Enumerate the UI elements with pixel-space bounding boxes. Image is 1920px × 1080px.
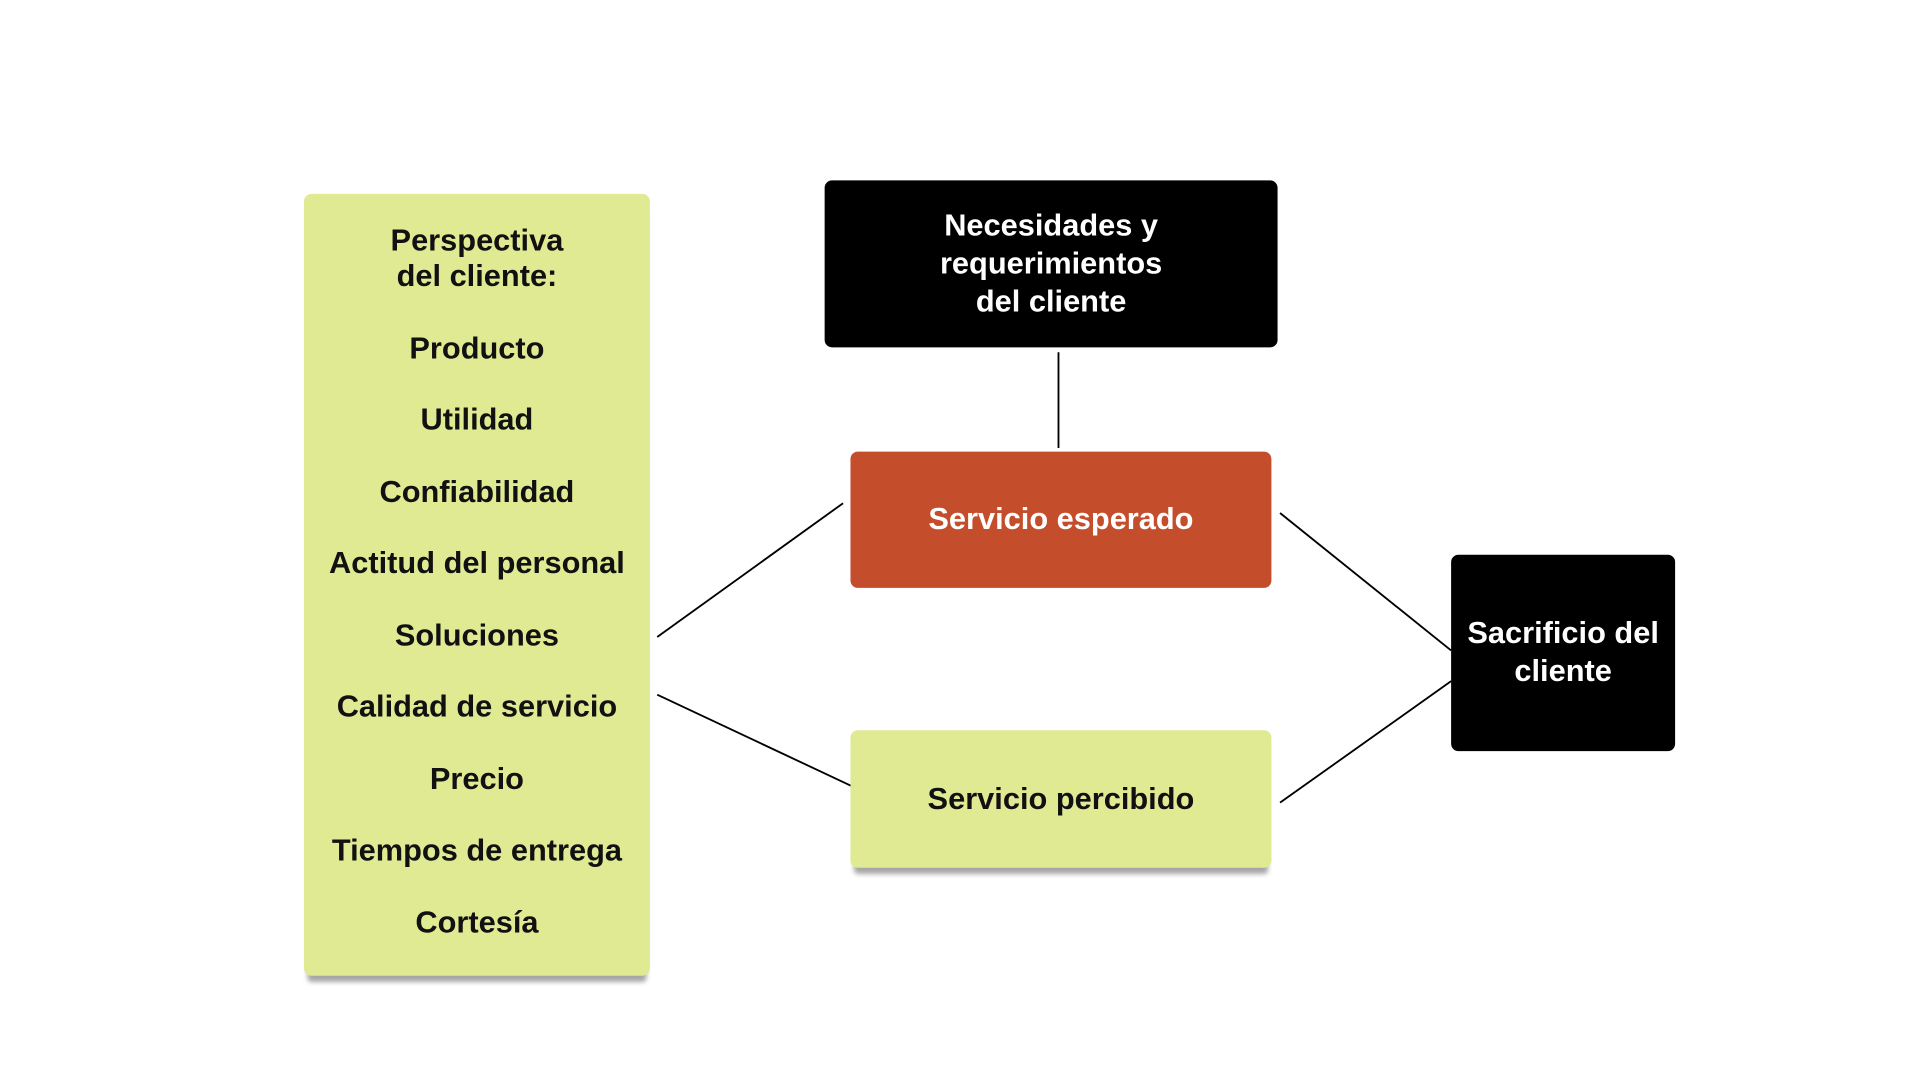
perceived-service-box: Servicio percibido: [850, 730, 1272, 868]
list-item: Calidad de servicio: [336, 689, 618, 725]
list-item: Confiabilidad: [379, 474, 575, 510]
sacrifice-line: Sacrificio del: [1467, 616, 1659, 651]
expected-service-label: Servicio esperado: [928, 501, 1194, 537]
list-item: Producto: [409, 331, 545, 366]
connector-expected-sacrifice: [1279, 512, 1452, 652]
list-item: Utilidad: [420, 403, 534, 438]
customer-perspective-title: Perspectiva del cliente:: [391, 223, 564, 294]
connector-perceived-sacrifice: [1279, 680, 1452, 804]
connector-left-perceived: [656, 693, 854, 788]
sacrifice-line: cliente: [1514, 654, 1612, 689]
customer-perspective-box: Perspectiva del cliente: Producto Utilid…: [304, 193, 650, 976]
list-item: Tiempos de entrega: [331, 833, 622, 868]
title-line: Perspectiva: [390, 223, 564, 258]
list-item: Soluciones: [394, 618, 560, 653]
list-item: Actitud del personal: [329, 546, 625, 581]
needs-line: requerimientos: [939, 246, 1163, 281]
list-item: Cortesía: [415, 905, 539, 940]
expected-service-box: Servicio esperado: [850, 451, 1272, 588]
needs-line: del cliente: [975, 284, 1127, 319]
title-line: del cliente:: [396, 258, 558, 294]
needs-line: Necesidades y: [944, 208, 1159, 243]
needs-box: Necesidades y requerimientos del cliente: [824, 180, 1278, 348]
list-item: Precio: [429, 761, 524, 797]
perceived-service-label: Servicio percibido: [927, 781, 1195, 816]
customer-sacrifice-box: Sacrificio del cliente: [1451, 554, 1676, 752]
connector-left-expected: [656, 502, 844, 638]
